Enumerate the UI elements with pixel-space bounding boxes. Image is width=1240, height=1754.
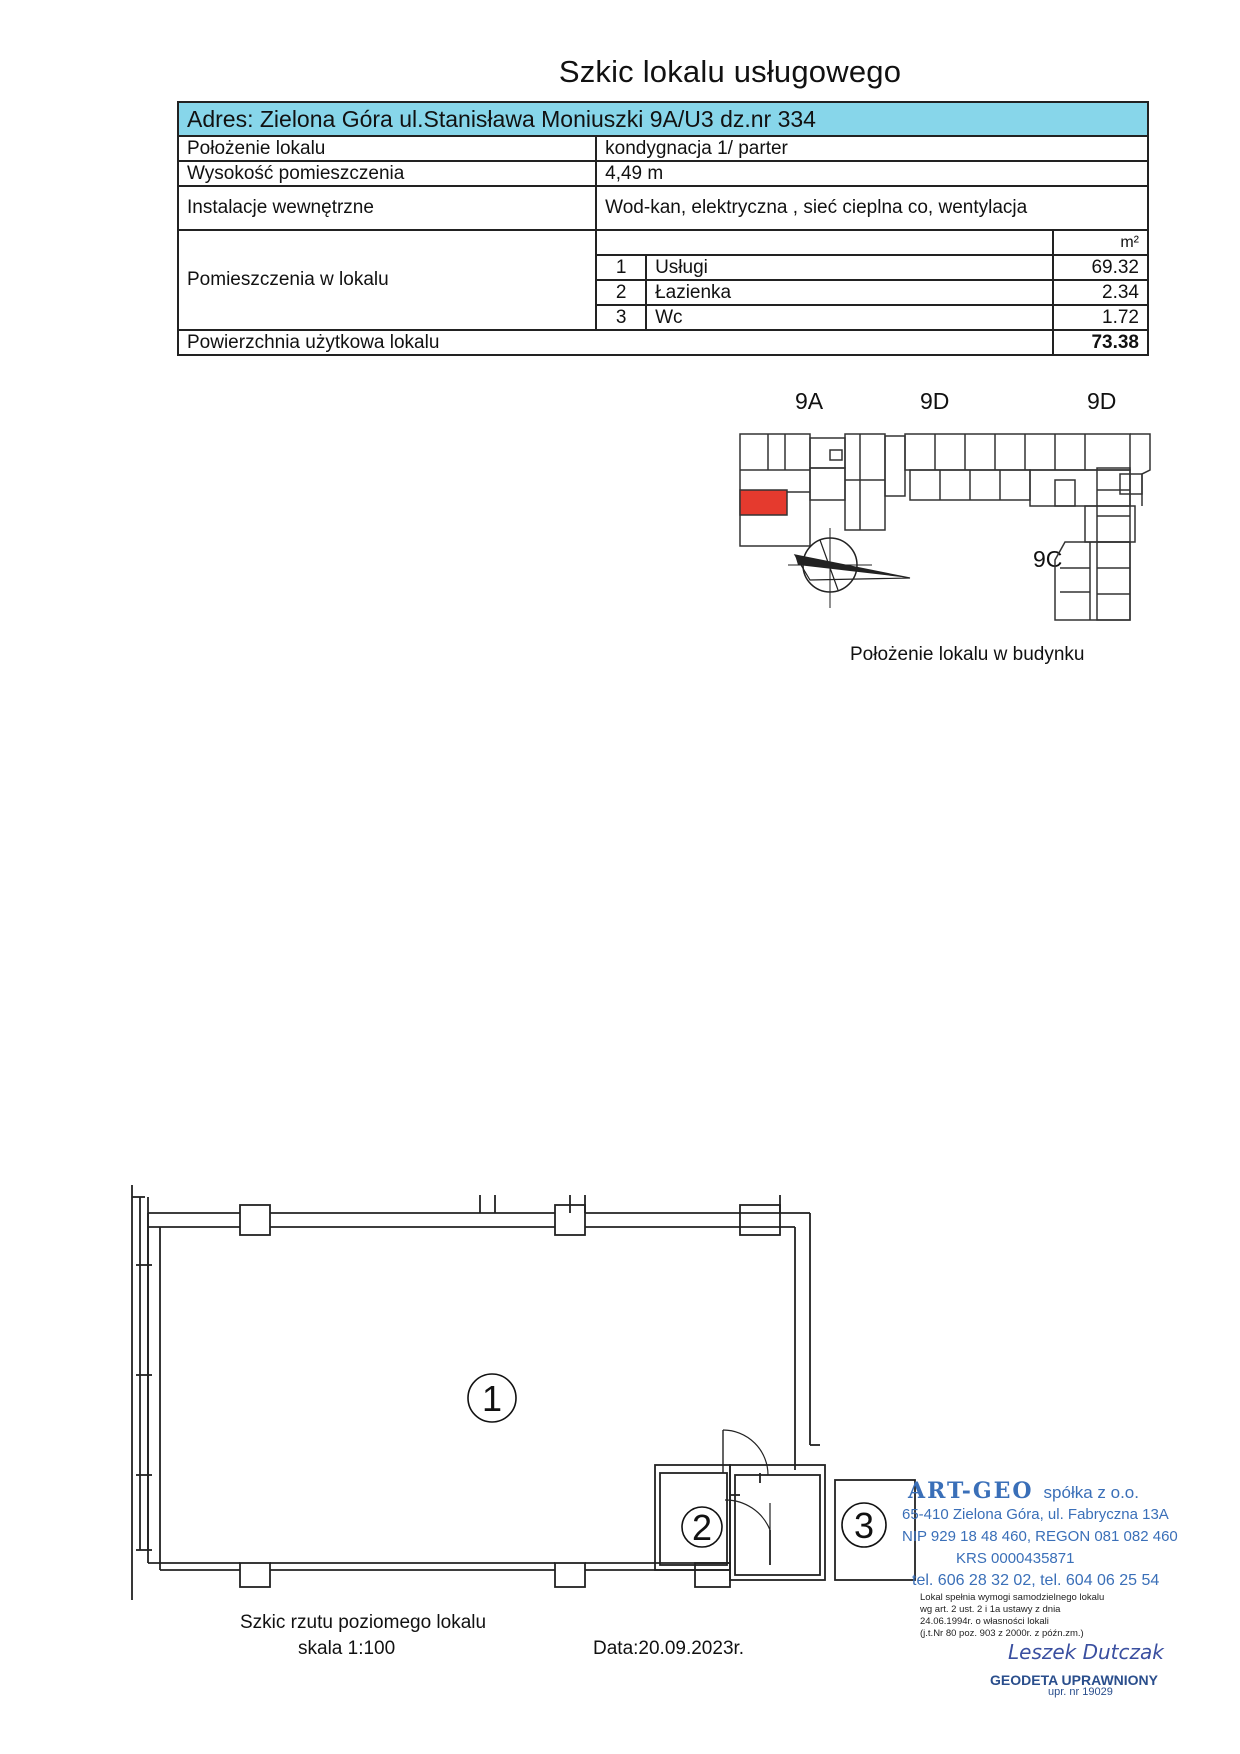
surveyor-license: upr. nr 19029 — [1048, 1686, 1113, 1698]
room-row: 1 Usługi 69.32 — [178, 254, 1149, 281]
building-label-9d: 9D — [920, 388, 950, 414]
building-label-9d-east: 9D — [1087, 388, 1117, 414]
floor-plan: 1 2 3 — [131, 1185, 916, 1600]
building-label-9a: 9A — [795, 388, 824, 414]
company-phones: tel. 606 28 32 02, tel. 604 06 25 54 — [912, 1572, 1160, 1589]
room-2-marker: 2 — [692, 1507, 712, 1548]
building-label-9c: 9C — [1033, 546, 1063, 572]
room-name: Wc — [645, 304, 1055, 331]
height-value: 4,49 m — [595, 160, 1149, 187]
company-ids: NIP 929 18 48 460, REGON 081 082 460 — [902, 1528, 1178, 1545]
installations-value: Wod-kan, elektryczna , sieć cieplna co, … — [595, 185, 1149, 231]
cert-line: wg art. 2 ust. 2 i 1a ustawy z dnia — [920, 1604, 1061, 1615]
cert-line: (j.t.Nr 80 poz. 903 z 2000r. z późn.zm.) — [920, 1628, 1084, 1639]
highlighted-unit — [739, 489, 788, 516]
room-name: Usługi — [645, 254, 1055, 281]
surveyor-signature: Leszek Dutczak — [1008, 1640, 1164, 1664]
location-caption: Położenie lokalu w budynku — [850, 644, 1085, 665]
plan-date: Data:20.09.2023r. — [593, 1638, 745, 1659]
property-info-table: Adres: Zielona Góra ul.Stanisława Monius… — [176, 101, 1149, 356]
document-title: Szkic lokalu usługowego — [558, 54, 902, 89]
position-label: Położenie lokalu — [176, 135, 598, 162]
cert-line: Lokal spełnia wymogi samodzielnego lokal… — [920, 1592, 1105, 1603]
north-arrow-icon — [788, 528, 911, 608]
company-address: 65-410 Zielona Góra, ul. Fabryczna 13A — [902, 1506, 1169, 1523]
room-area: 69.32 — [1052, 254, 1149, 281]
room-3-marker: 3 — [854, 1505, 874, 1546]
company-stamp: ART-GEO spółka z o.o. 65-410 Zielona Góra… — [902, 1478, 1228, 1698]
address-cell: Adres: Zielona Góra ul.Stanisława Monius… — [177, 101, 1149, 137]
plan-caption: Szkic rzutu poziomego lokalu — [240, 1612, 487, 1633]
total-value: 73.38 — [1052, 329, 1149, 356]
company-type: spółka z o.o. — [1043, 1483, 1139, 1502]
company-krs: KRS 0000435871 — [956, 1550, 1075, 1567]
height-label: Wysokość pomieszczenia — [176, 160, 598, 187]
company-brand: ART-GEO spółka z o.o. — [908, 1478, 1228, 1504]
rooms-label: Pomieszczenia w lokalu — [176, 229, 598, 331]
room-number: 2 — [595, 279, 648, 306]
position-value: kondygnacja 1/ parter — [595, 135, 1149, 162]
room-number: 1 — [595, 254, 648, 281]
room-number: 3 — [595, 304, 648, 331]
room-row: 3 Wc 1.72 — [178, 304, 1149, 331]
company-name: ART-GEO — [908, 1478, 1034, 1504]
cert-line: 24.06.1994r. o własności lokali — [920, 1616, 1049, 1627]
building-location-sketch — [739, 433, 1151, 621]
room-area: 2.34 — [1052, 279, 1149, 306]
area-unit: m² — [1052, 229, 1149, 256]
room-area: 1.72 — [1052, 304, 1149, 331]
total-label: Powierzchnia użytkowa lokalu — [176, 329, 1055, 356]
surveyor-role: GEODETA UPRAWNIONY — [990, 1672, 1159, 1688]
room-1-marker: 1 — [482, 1378, 502, 1419]
plan-scale: skala 1:100 — [298, 1638, 396, 1659]
room-name: Łazienka — [645, 279, 1055, 306]
installations-label: Instalacje wewnętrzne — [176, 185, 598, 231]
room-row: 2 Łazienka 2.34 — [178, 279, 1149, 306]
